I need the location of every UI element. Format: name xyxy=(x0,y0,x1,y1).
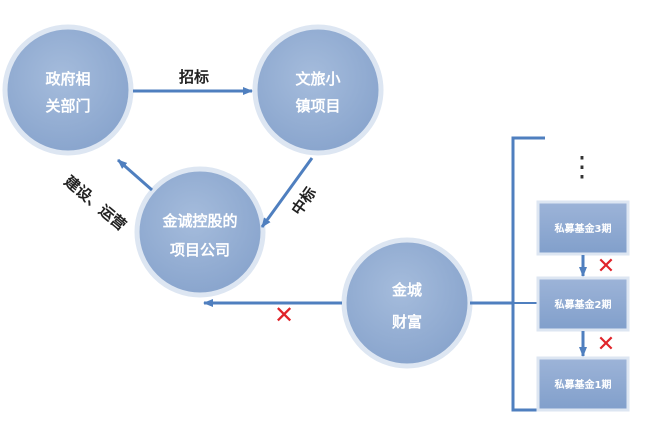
bracket-line xyxy=(511,136,545,412)
fund-3-label: 私募基金3期 xyxy=(554,222,612,235)
edge-fund2-to-fund1: ✕ xyxy=(579,331,615,357)
cross-mark-fund2-fund1: ✕ xyxy=(597,332,615,357)
node-government-line2: 关部门 xyxy=(45,97,90,115)
node-project-company-line2: 项目公司 xyxy=(170,241,230,259)
fund-1: 私募基金1期 xyxy=(536,356,630,412)
fund-3-box xyxy=(536,200,630,256)
cross-mark-wealth: ✕ xyxy=(274,301,294,329)
node-jincheng-wealth-line1: 金城 xyxy=(391,281,422,299)
fund-2: 私募基金2期 xyxy=(536,276,630,332)
edge-fund3-to-fund2: ✕ xyxy=(579,254,615,279)
fund-bracket xyxy=(470,136,545,412)
node-government: 政府相 关部门 xyxy=(2,24,134,156)
edge-bid-label: 招标 xyxy=(179,68,209,86)
node-project-company: 金诚控股的 项目公司 xyxy=(134,166,266,298)
cross-mark-fund3-fund2: ✕ xyxy=(597,254,615,279)
node-town-project: 文旅小 镇项目 xyxy=(252,24,384,156)
edge-wealth-to-company: ✕ xyxy=(203,299,342,329)
fund-2-label: 私募基金2期 xyxy=(554,298,612,311)
node-jincheng-wealth-line2: 财富 xyxy=(392,313,422,331)
more-funds-ellipsis: ⋮ xyxy=(568,150,596,183)
node-jincheng-wealth: 金城 财富 xyxy=(341,237,473,369)
node-town-project-line2: 镇项目 xyxy=(295,97,340,115)
node-government-line1: 政府相 xyxy=(45,70,90,88)
fund-3: 私募基金3期 xyxy=(536,200,630,256)
edge-build-operate-label: 建设、运营 xyxy=(61,172,130,234)
edge-bid: 招标 xyxy=(133,68,253,95)
node-project-company-line1: 金诚控股的 xyxy=(161,212,237,230)
node-town-project-line1: 文旅小 xyxy=(295,70,340,88)
edge-win-bid-arrow xyxy=(260,157,314,228)
fund-2-box xyxy=(536,276,630,332)
fund-1-label: 私募基金1期 xyxy=(554,378,612,391)
edge-win-bid-label: 中标 xyxy=(288,184,320,219)
edge-win-bid: 中标 xyxy=(260,157,320,228)
fund-1-box xyxy=(536,356,630,412)
edge-build-operate-arrow xyxy=(117,158,153,192)
